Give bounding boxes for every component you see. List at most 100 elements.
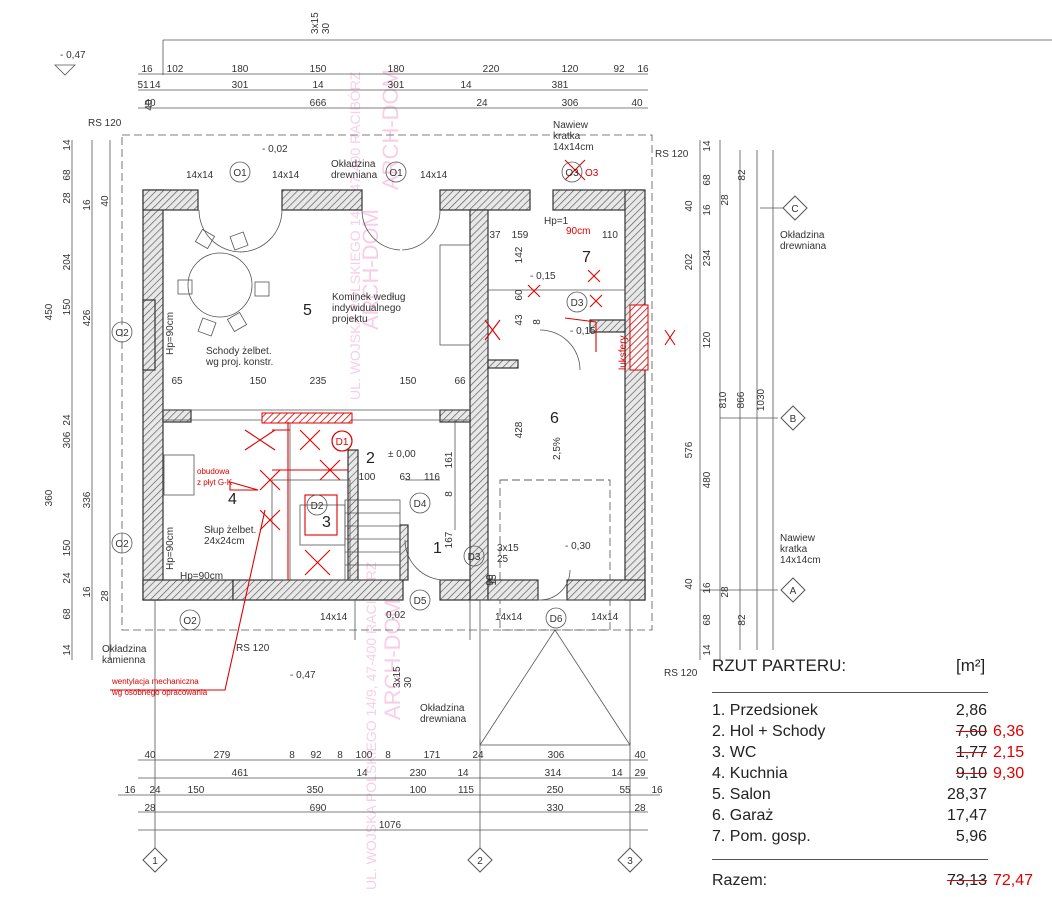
legend-row-name: 7. Pom. gosp. xyxy=(712,828,811,845)
dimension-value: 40 xyxy=(144,99,155,111)
dimension-value: 314 xyxy=(545,768,562,779)
tag-d2: D2 xyxy=(311,501,324,512)
interior-dimension: 8 xyxy=(532,319,543,325)
dimension-value: 40 xyxy=(684,578,695,590)
interior-dimension: 428 xyxy=(514,421,525,438)
dimension-value: 14 xyxy=(702,644,713,656)
dimension-value: 350 xyxy=(307,785,324,796)
legend-row-value: 9,10 xyxy=(955,765,987,782)
dimension-value: 150 xyxy=(62,539,73,556)
dimension-value: 450 xyxy=(44,303,55,320)
rs-bottom-right: RS 120 xyxy=(664,668,698,679)
dimension-value: 28 xyxy=(100,590,111,602)
dimension-value: 666 xyxy=(310,98,327,109)
watermark-company: ARCH-DOM xyxy=(358,209,383,330)
legend-total-row: Razem: 73,13 72,47 xyxy=(712,872,1047,893)
dimension-value: 40 xyxy=(100,195,111,207)
column-note: Słup żelbet.24x24cm xyxy=(204,525,256,547)
dimension-value: 576 xyxy=(684,441,695,458)
dimension-value: 68 xyxy=(702,614,713,626)
tag-d5: D5 xyxy=(414,596,427,607)
dimension-value: 14 xyxy=(149,80,161,91)
interior-dimension: 150 xyxy=(250,376,267,387)
interior-dimension: 8 xyxy=(444,491,455,497)
level-garage: - 0,30 xyxy=(565,541,591,552)
dimension-value: 202 xyxy=(684,253,695,270)
dimension-value: 16 xyxy=(702,204,713,216)
legend-row-name: 2. Hol + Schody xyxy=(712,723,826,740)
dimension-value: 16 xyxy=(702,582,713,594)
dimension-value: 301 xyxy=(388,80,405,91)
interior-dimension: 100 xyxy=(359,472,376,483)
axis-1-label: 1 xyxy=(152,856,158,867)
vent-size-top: 3x1530 xyxy=(310,12,332,34)
dimension-value: 92 xyxy=(613,64,625,75)
dimension-value: 14 xyxy=(460,80,472,91)
level-porch: 0,02 xyxy=(386,610,406,621)
door-swings xyxy=(198,209,581,601)
dimension-value: 28 xyxy=(720,586,731,598)
dimension-value: 14 xyxy=(702,140,713,152)
interior-dimension: 159 xyxy=(512,230,529,241)
level-hall: ± 0,00 xyxy=(388,449,416,460)
stairs xyxy=(344,499,401,581)
legend-title: RZUT PARTERU: xyxy=(712,656,847,675)
dimension-value: 120 xyxy=(562,64,579,75)
dimension-value: 306 xyxy=(62,431,73,448)
size-14x14-f: 14x14 xyxy=(591,612,619,623)
tag-o1b: O1 xyxy=(389,168,403,179)
dimension-value: 28 xyxy=(720,194,731,206)
axis-2-marker: 2 xyxy=(467,847,493,873)
interior-dimension: 150 xyxy=(400,376,417,387)
walls xyxy=(142,189,646,601)
interior-dimension: 65 xyxy=(171,376,183,387)
dimension-value: 40 xyxy=(631,98,643,109)
luxfery-label: luksfery xyxy=(618,336,629,370)
level-pom: - 0,15 xyxy=(530,271,556,282)
dimension-value: 306 xyxy=(548,750,565,761)
tag-d3a: D3 xyxy=(571,298,584,309)
interior-dimension: 60 xyxy=(514,289,525,301)
hp90-c: Hp=90cm xyxy=(180,571,223,582)
interior-dimension: 15 xyxy=(488,574,499,586)
hp-top: Hp=1 xyxy=(544,216,569,227)
room-numbers: 1 2 3 4 5 6 7 xyxy=(228,249,591,557)
rs-bottom-left: RS 120 xyxy=(236,643,270,654)
dimension-value: 14 xyxy=(611,768,623,779)
interior-dimension: 63 xyxy=(399,472,411,483)
hp90-b: Hp=90cm xyxy=(165,527,176,570)
dimension-value: 115 xyxy=(458,785,474,796)
dimension-value: 40 xyxy=(684,200,695,212)
dim-total-width: 1076 xyxy=(379,820,402,831)
dimension-value: 330 xyxy=(547,803,564,814)
legend-row-name: 3. WC xyxy=(712,744,757,761)
grid-axes: 1 2 3 C B A xyxy=(142,195,808,873)
interior-dimension: 43 xyxy=(514,314,525,326)
dimension-value: 426 xyxy=(82,309,93,326)
interior-dimension: 116 xyxy=(424,472,440,483)
level-top-left: - 0,47 xyxy=(60,50,86,61)
room-3: 3 xyxy=(322,514,331,531)
dimension-value: 306 xyxy=(562,98,579,109)
dimension-value: 279 xyxy=(214,750,231,761)
legend-row-name: 4. Kuchnia xyxy=(712,765,788,782)
size-14x14-b: 14x14 xyxy=(272,170,300,181)
dimension-value: 40 xyxy=(144,98,156,109)
dimension-value: 14 xyxy=(356,768,368,779)
dimension-value: 51 xyxy=(137,80,149,91)
axis-c-label: C xyxy=(791,204,798,215)
dimension-value: 68 xyxy=(702,174,713,186)
watermark-address: UL. WOJSKA POLSKIEGO 14/9, 47-400 RACIBÓ… xyxy=(347,71,363,400)
